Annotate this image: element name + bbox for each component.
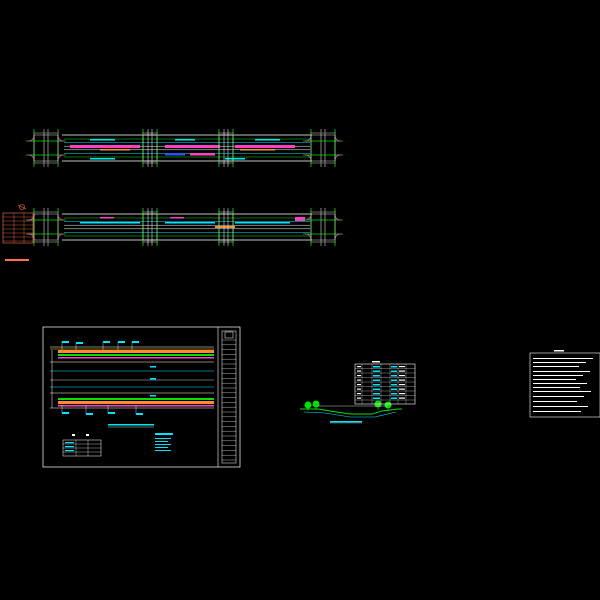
intersection — [26, 129, 66, 167]
legend-box — [2, 204, 34, 261]
drawing-sheet — [42, 326, 241, 468]
road-plan-lower — [26, 208, 343, 246]
notes — [529, 350, 600, 418]
intersection — [142, 129, 158, 167]
quantity-table — [354, 361, 416, 405]
road-plan-upper — [26, 129, 343, 167]
intersection — [218, 208, 234, 246]
intersection — [142, 208, 158, 246]
intersection — [26, 208, 66, 246]
intersection — [303, 129, 343, 167]
north-arrow-icon — [19, 204, 25, 210]
tree-icon — [312, 400, 320, 408]
tree-icon — [304, 401, 312, 409]
intersection — [218, 129, 234, 167]
intersection — [303, 208, 343, 246]
tree-icon — [384, 401, 392, 409]
cross-section — [300, 400, 402, 424]
